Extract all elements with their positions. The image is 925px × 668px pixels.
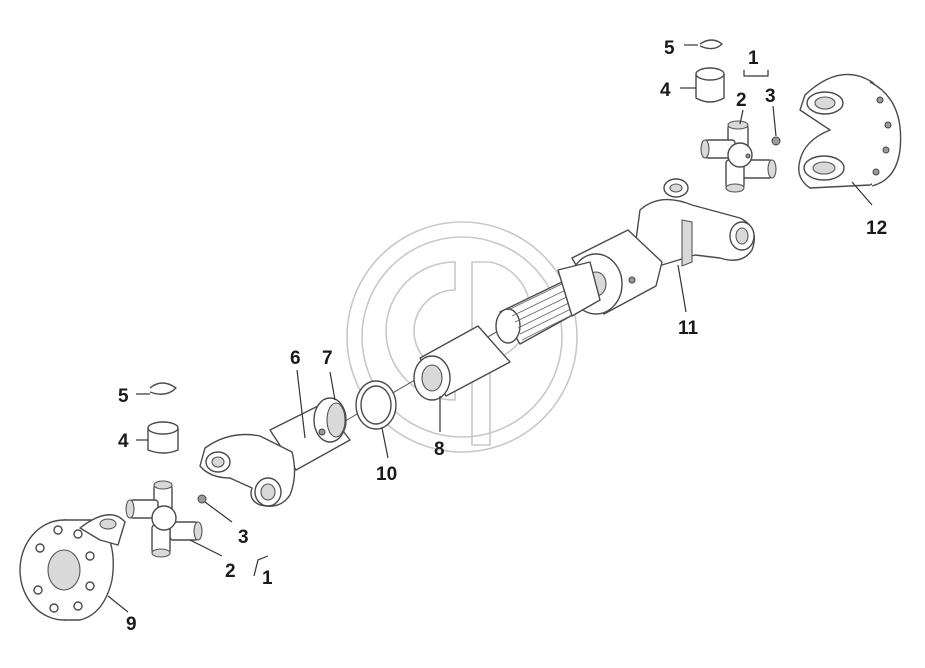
callout-5-bottom: 5 <box>118 386 129 407</box>
callout-10: 10 <box>376 464 397 485</box>
callout-6: 6 <box>290 348 301 369</box>
bearing-cup-bottom <box>147 421 179 454</box>
callout-1-bottom: 1 <box>262 568 273 589</box>
universal-joint-cross-bottom <box>125 480 203 558</box>
seal-ring-10 <box>355 380 397 430</box>
callout-12: 12 <box>866 218 887 239</box>
callout-labels: 5 4 1 2 3 12 11 6 7 5 4 10 8 3 2 1 9 <box>118 38 887 635</box>
universal-joint-cross-top <box>700 120 777 193</box>
flange-yoke-12 <box>798 73 902 189</box>
grease-nipple-bottom <box>197 494 207 504</box>
shaft-tube-8 <box>413 325 511 401</box>
callout-8: 8 <box>434 439 445 460</box>
bearing-cup-top <box>695 67 725 103</box>
flange-yoke-9 <box>19 514 126 621</box>
callout-4-top: 4 <box>660 80 671 101</box>
splined-shaft <box>495 261 601 345</box>
weld-yoke-6 <box>199 397 351 507</box>
callout-3-top: 3 <box>765 86 776 107</box>
circlip-bottom <box>149 382 177 395</box>
circlip-top <box>699 39 723 50</box>
callout-2-bottom: 2 <box>225 561 236 582</box>
callout-5-top: 5 <box>664 38 675 59</box>
callout-7: 7 <box>322 348 333 369</box>
leader-lines <box>107 44 873 613</box>
grease-nipple-top <box>771 136 781 146</box>
callout-4-bottom: 4 <box>118 431 129 452</box>
callout-3-bottom: 3 <box>238 527 249 548</box>
callout-11: 11 <box>678 318 699 339</box>
callout-9: 9 <box>126 614 137 635</box>
callout-1-top: 1 <box>748 48 759 69</box>
callout-2-top: 2 <box>736 90 747 111</box>
